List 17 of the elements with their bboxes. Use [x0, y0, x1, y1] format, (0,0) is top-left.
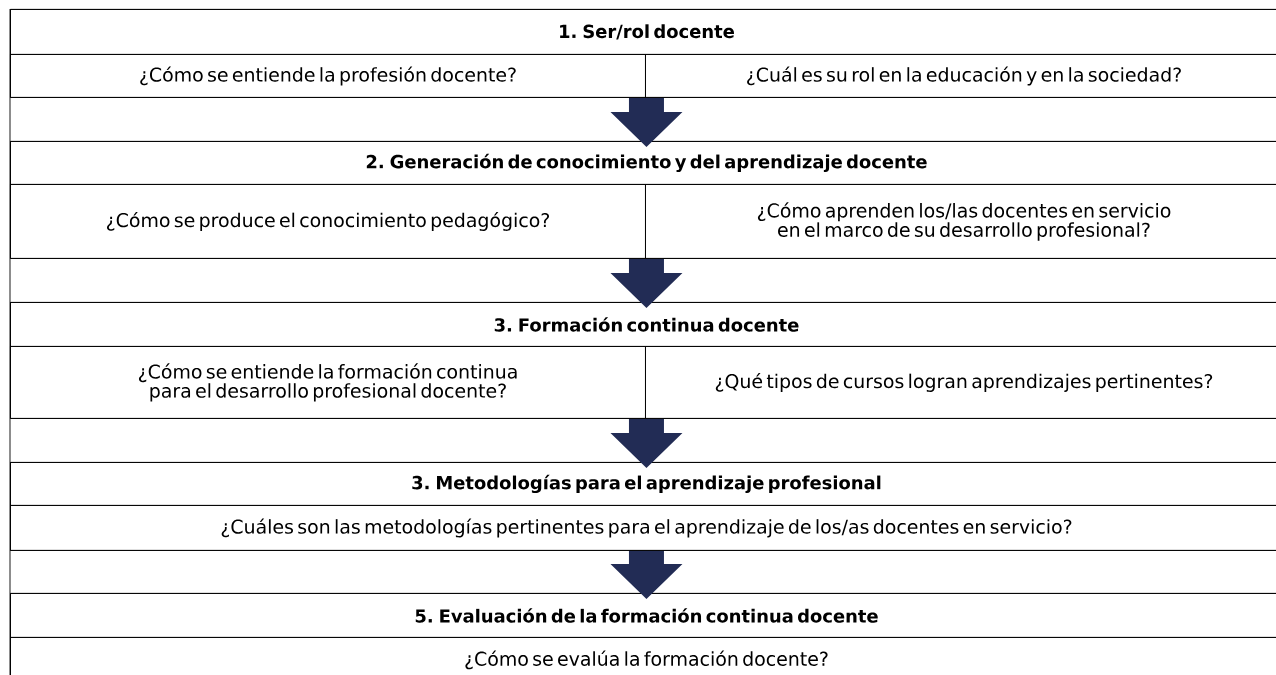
question-cell: ¿Cuál es su rol en la educación y en la sociedad? [645, 54, 1276, 98]
down-arrow [610, 258, 683, 308]
down-arrow [610, 418, 683, 468]
section-header: 3. Metodologías para el aprendizaje profesional [10, 462, 1276, 506]
question-cell: ¿Cómo se evalúa la formación docente? [10, 637, 1276, 675]
down-arrow [610, 550, 683, 599]
question-cell: ¿Cómo se produce el conocimiento pedagógico? [10, 184, 646, 259]
section-header: 2. Generación de conocimiento y del aprendizaje docente [10, 141, 1276, 185]
question-cell: ¿Cómo se entiende la profesión docente? [10, 54, 646, 98]
question-cell: ¿Cómo se entiende la formación continua para el desarrollo profesional docente? [10, 346, 646, 419]
section-header: 3. Formación continua docente [10, 302, 1276, 347]
section-header: 1. Ser/rol docente [10, 9, 1276, 55]
question-cell: ¿Cómo aprenden los/las docentes en servicio en el marco de su desarrollo profesional? [645, 184, 1276, 259]
question-cell: ¿Cuáles son las metodologías pertinentes para el aprendizaje de los/as docentes en servicio? [10, 505, 1276, 551]
down-arrow [610, 97, 683, 147]
section-header: 5. Evaluación de la formación continua docente [10, 593, 1276, 638]
question-cell: ¿Qué tipos de cursos logran aprendizajes pertinentes? [645, 346, 1276, 419]
